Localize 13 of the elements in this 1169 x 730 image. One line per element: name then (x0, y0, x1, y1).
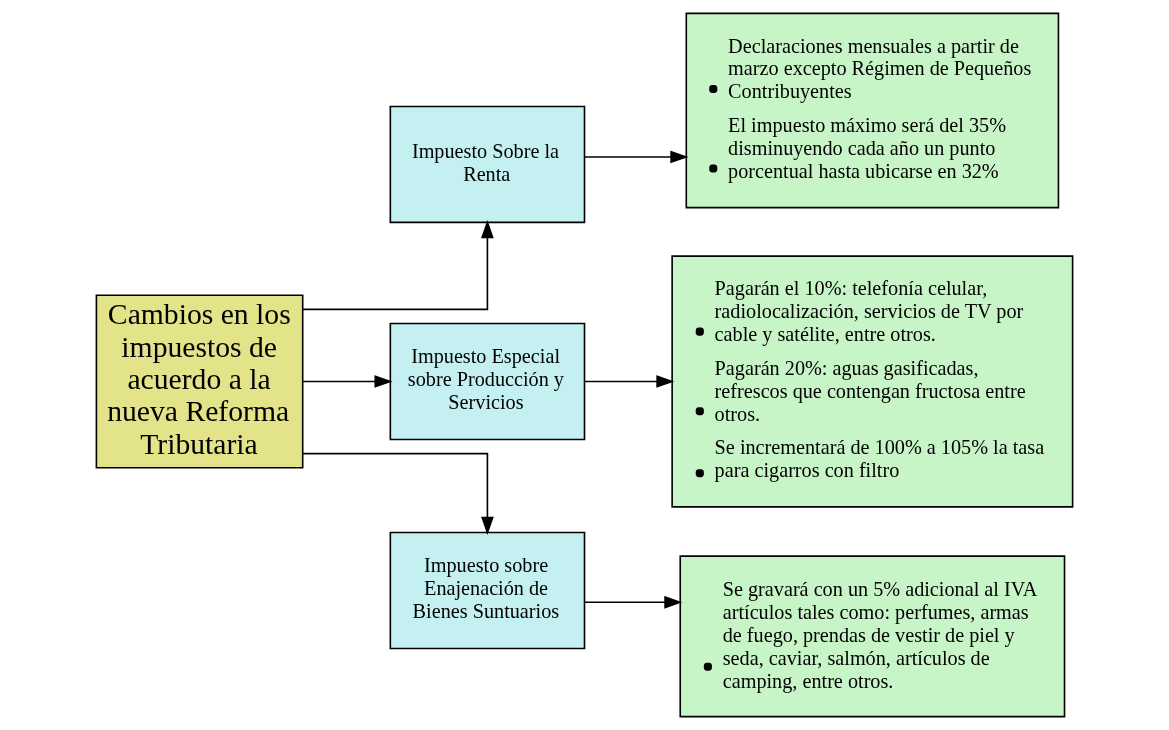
arrow (583, 375, 675, 388)
arrow (302, 452, 494, 535)
node-box: Declaraciones mensuales a partir de marzo excepto Régimen de Pequeños Contribuyentes El impuesto máximo será del 35% disminuyendo cada año un punto porcentual hasta ubicarse en 32% (685, 12, 1060, 209)
node-box: Impuesto Especial sobre Producción y Servicios (389, 322, 586, 441)
arrow (302, 220, 494, 311)
node-box: Se gravará con un 5% adicional al IVA artículos tales como: perfumes, armas de fuego, prendas de vestir de piel y seda, caviar, salmón, artículos de camping, entre otros. (679, 555, 1066, 718)
arrow (583, 595, 683, 609)
node-box: Impuesto Sobre la Renta (389, 105, 586, 224)
node-box: Cambios en los impuestos de acuerdo a la nueva Reforma Tributaria (95, 294, 304, 469)
arrow (302, 375, 393, 388)
node-box: Impuesto sobre Enajenación de Bienes Suntuarios (389, 531, 586, 650)
node-box: Pagarán el 10%: telefonía celular, radiolocalización, servicios de TV por cable y satélite, entre otros. Pagarán 20%: aguas gasificadas, refrescos que contengan fructosa entre otros. Se incrementará de 100% a 105% la tasa para cigarros con filtro (671, 255, 1074, 508)
arrow (583, 150, 689, 164)
